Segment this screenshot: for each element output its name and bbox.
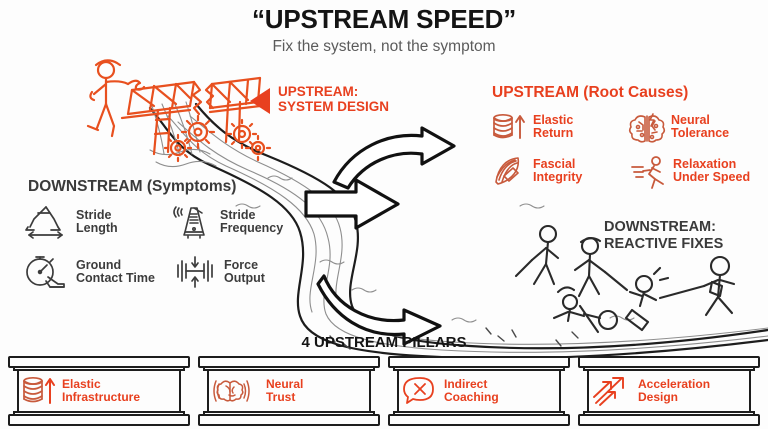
symptom-label: Stride Length <box>76 207 118 235</box>
pillar-label: Neural Trust <box>266 377 304 404</box>
symptom-label: Stride Frequency <box>220 207 284 235</box>
reactive-line1: DOWNSTREAM: <box>604 219 716 235</box>
root-cause-fascial-integrity: Fascial Integrity <box>492 156 630 186</box>
flow-arrow-down-right-icon <box>316 274 442 346</box>
brain-waves-icon <box>213 380 250 402</box>
pillar-content: Indirect Coaching <box>402 372 558 410</box>
symptom-label: Ground Contact Time <box>76 257 155 285</box>
pillar-cap-molding <box>13 366 185 371</box>
downstream-reactive-fixes-label: DOWNSTREAM: REACTIVE FIXES <box>604 219 723 253</box>
stopwatch-foot-icon <box>26 256 65 288</box>
speech-bubble-x-icon <box>403 377 434 404</box>
pillars-section-title: 4 UPSTREAM PILLARS <box>301 334 467 351</box>
downstream-symptoms-list: Stride Length St <box>24 205 324 305</box>
pillar-base-molding <box>393 411 565 416</box>
upstream-design-line1: UPSTREAM: <box>278 84 359 99</box>
pillar-content: Elastic Infrastructure <box>22 372 178 410</box>
spring-coil-up-arrow-icon <box>23 376 55 404</box>
metronome-icon <box>173 206 205 239</box>
reactive-line2: REACTIVE FIXES <box>604 236 724 252</box>
page-subtitle: Fix the system, not the symptom <box>272 38 496 55</box>
pillar-neural-trust: Neural Trust <box>198 356 380 426</box>
root-cause-elastic-return: Elastic Return <box>492 112 630 142</box>
pillar-acceleration-design: Acceleration Design <box>578 356 760 426</box>
pillars-row: Elastic Infrastructure <box>8 356 760 426</box>
root-cause-label: Relaxation Under Speed <box>673 156 751 184</box>
bridge-repair-illustration <box>86 59 272 163</box>
flow-arrow-right-icon <box>304 178 400 230</box>
pillar-cap-molding <box>393 366 565 371</box>
flow-arrow-up-right-icon <box>332 126 456 190</box>
symptom-stride-frequency: Stride Frequency <box>173 205 324 239</box>
symptom-force-output: Force Output <box>174 255 324 289</box>
pillar-label: Acceleration Design <box>638 377 711 404</box>
root-cause-neural-tolerance: Neural Tolerance <box>628 112 768 143</box>
pillar-label: Elastic Infrastructure <box>62 377 141 404</box>
pillar-label: Indirect Coaching <box>444 377 499 404</box>
root-cause-label: Fascial Integrity <box>533 156 583 184</box>
root-cause-label: Neural Tolerance <box>671 112 730 140</box>
root-cause-relaxation-under-speed: Relaxation Under Speed <box>630 156 768 189</box>
left-triangle-icon <box>250 88 270 114</box>
upstream-system-design-label: UPSTREAM: SYSTEM DESIGN <box>278 84 389 114</box>
root-causes-title: UPSTREAM (Root Causes) <box>492 84 689 101</box>
pillar-cap-molding <box>203 366 375 371</box>
symptom-ground-contact-time: Ground Contact Time <box>24 255 174 289</box>
spring-coil-up-arrow-icon <box>493 113 525 139</box>
pillar-cap-molding <box>583 366 755 371</box>
pillar-content: Neural Trust <box>212 372 368 410</box>
pillar-indirect-coaching: Indirect Coaching <box>388 356 570 426</box>
brain-circuit-icon <box>628 113 666 143</box>
root-causes-row: Fascial Integrity Relaxation <box>492 156 768 200</box>
rising-arrows-icon <box>593 377 624 406</box>
root-causes-list: Elastic Return <box>492 112 768 200</box>
pillar-base-molding <box>13 411 185 416</box>
pillar-base-molding <box>203 411 375 416</box>
pillar-base-molding <box>583 411 755 416</box>
root-causes-row: Elastic Return <box>492 112 768 156</box>
rescue-scene-illustration <box>514 224 736 334</box>
pillar-elastic-infrastructure: Elastic Infrastructure <box>8 356 190 426</box>
symptom-stride-length: Stride Length <box>24 205 174 239</box>
symptom-label: Force Output <box>224 257 265 285</box>
downstream-symptoms-title: DOWNSTREAM (Symptoms) <box>28 178 237 195</box>
running-figure-icon <box>631 156 664 189</box>
pillar-content: Acceleration Design <box>592 372 748 410</box>
muscle-fascia-icon <box>495 157 520 185</box>
stride-legs-icon <box>25 206 63 239</box>
symptoms-row: Ground Contact Time <box>24 255 324 305</box>
root-cause-label: Elastic Return <box>533 112 574 140</box>
upstream-design-line2: SYSTEM DESIGN <box>278 99 390 114</box>
symptoms-row: Stride Length St <box>24 205 324 255</box>
barbell-icon <box>177 256 213 288</box>
page-title: “UPSTREAM SPEED” <box>251 4 517 34</box>
